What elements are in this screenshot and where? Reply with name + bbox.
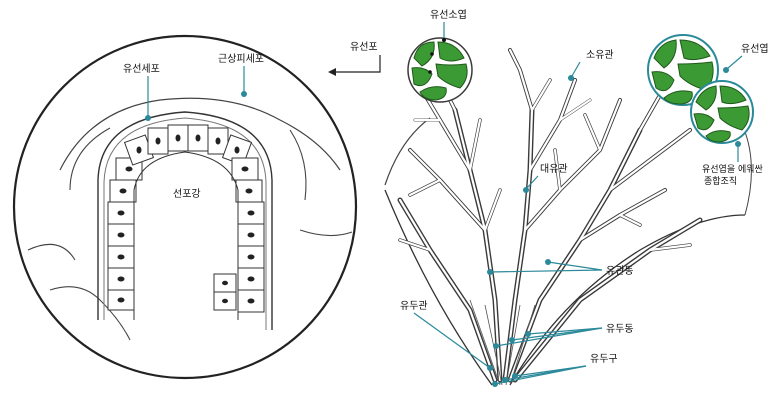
alveolus-label: 유선포 xyxy=(350,41,378,53)
small-duct-leader xyxy=(572,62,580,76)
myoepithelial-cell-label: 근상피세포 xyxy=(218,53,264,65)
large-duct-label: 대유관 xyxy=(540,163,568,175)
small-duct-label: 소유관 xyxy=(586,49,614,61)
lobe-cluster xyxy=(648,35,753,143)
lactiferous-sinus-leader-2 xyxy=(548,262,602,270)
lactiferous-sinus-leader-1 xyxy=(490,270,602,272)
lobule-cluster xyxy=(408,38,472,102)
lobe-leader xyxy=(728,56,742,68)
nipple-pore-label: 유두구 xyxy=(590,353,618,365)
alveolar-cell-label: 유선세포 xyxy=(123,63,160,75)
lobule-label: 유선소엽 xyxy=(430,9,467,21)
magnify-arrow xyxy=(328,55,380,76)
lobe-label: 유선엽 xyxy=(741,43,769,55)
nipple-sinus-label: 유두동 xyxy=(606,323,634,335)
alveolar-lumen-label: 선포강 xyxy=(173,188,201,200)
lactiferous-sinus-label: 유관동 xyxy=(606,265,634,277)
connective-tissue-label-line2: 종합조직 xyxy=(704,176,737,187)
lactiferous-duct-label: 유두관 xyxy=(400,300,428,312)
connective-tissue-label-line1: 유선엽을 에워싼 xyxy=(702,164,763,175)
alveolus-magnified-view: 유선세포 근상피세포 선포강 xyxy=(14,36,356,378)
mammary-gland-structure: 유선소엽 유선포 소유관 유선엽 대유관 유선엽을 에워싼 종합조직 유관동 유… xyxy=(350,9,769,387)
magnifier-circle xyxy=(14,36,356,378)
